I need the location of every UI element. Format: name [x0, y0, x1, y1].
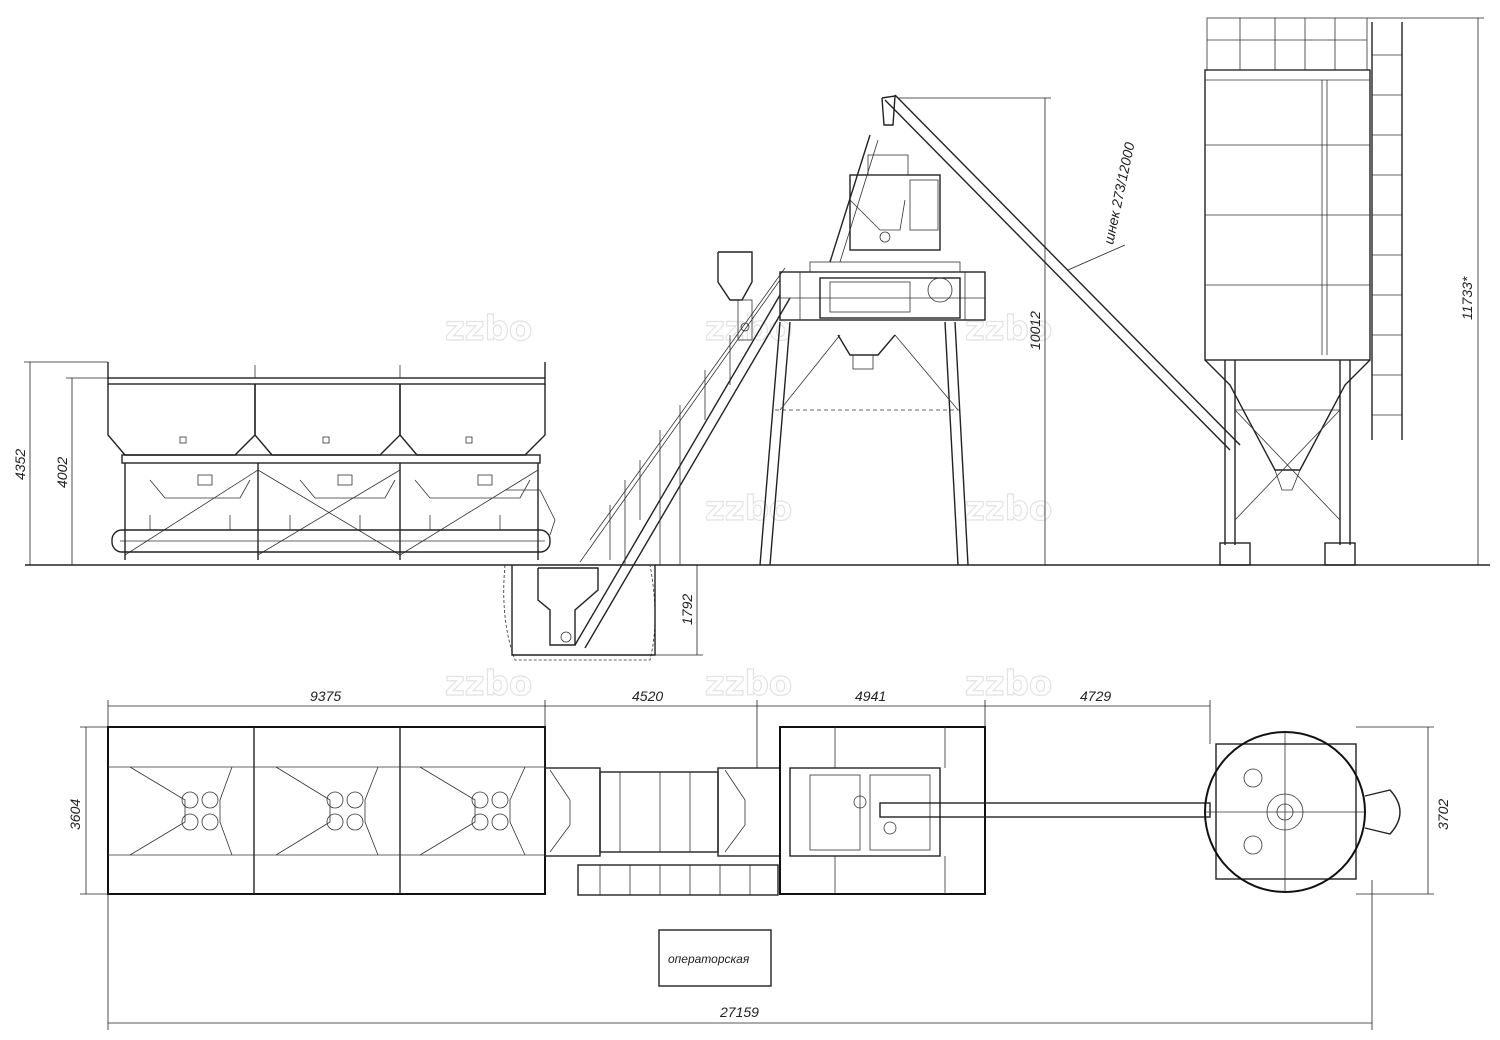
dim-1792: 1792	[679, 594, 695, 625]
dim-4941: 4941	[855, 688, 886, 704]
watermark: zzbo	[445, 664, 532, 704]
side-view-dimensions: 4352 4002 1792 10012 11733*	[12, 17, 1484, 656]
auger-label: шнек 273/12000	[1100, 141, 1137, 246]
watermark: zzbo	[445, 309, 532, 349]
dim-4002: 4002	[54, 457, 70, 488]
watermark: zzbo	[705, 489, 792, 529]
plan-view	[107, 726, 1401, 896]
dim-3702: 3702	[1435, 799, 1451, 830]
pit-and-inclined-conveyor	[503, 251, 791, 661]
operator-room-label: операторская	[668, 952, 750, 966]
dim-4520: 4520	[632, 688, 663, 704]
dim-9375: 9375	[310, 688, 341, 704]
cement-silo	[1204, 17, 1403, 566]
watermark: zzbo	[965, 664, 1052, 704]
dim-11733: 11733*	[1459, 276, 1475, 320]
watermarks: zzbo zzbo zzbo zzbo zzbo zzbo zzbo zzbo	[444, 308, 1052, 704]
dim-4352: 4352	[12, 449, 28, 480]
mixer-tower	[759, 134, 986, 566]
dim-3604: 3604	[67, 799, 83, 830]
dim-27159: 27159	[719, 1004, 759, 1020]
operator-room: операторская	[658, 929, 772, 987]
watermark: zzbo	[965, 489, 1052, 529]
watermark: zzbo	[705, 664, 792, 704]
watermark: zzbo	[965, 309, 1052, 349]
aggregate-bins-side-view	[107, 362, 556, 560]
dim-4729: 4729	[1080, 688, 1111, 704]
plan-dimensions: 9375 4520 4941 4729 3604 3702 27159	[67, 688, 1451, 1030]
dim-10012: 10012	[1027, 311, 1043, 350]
